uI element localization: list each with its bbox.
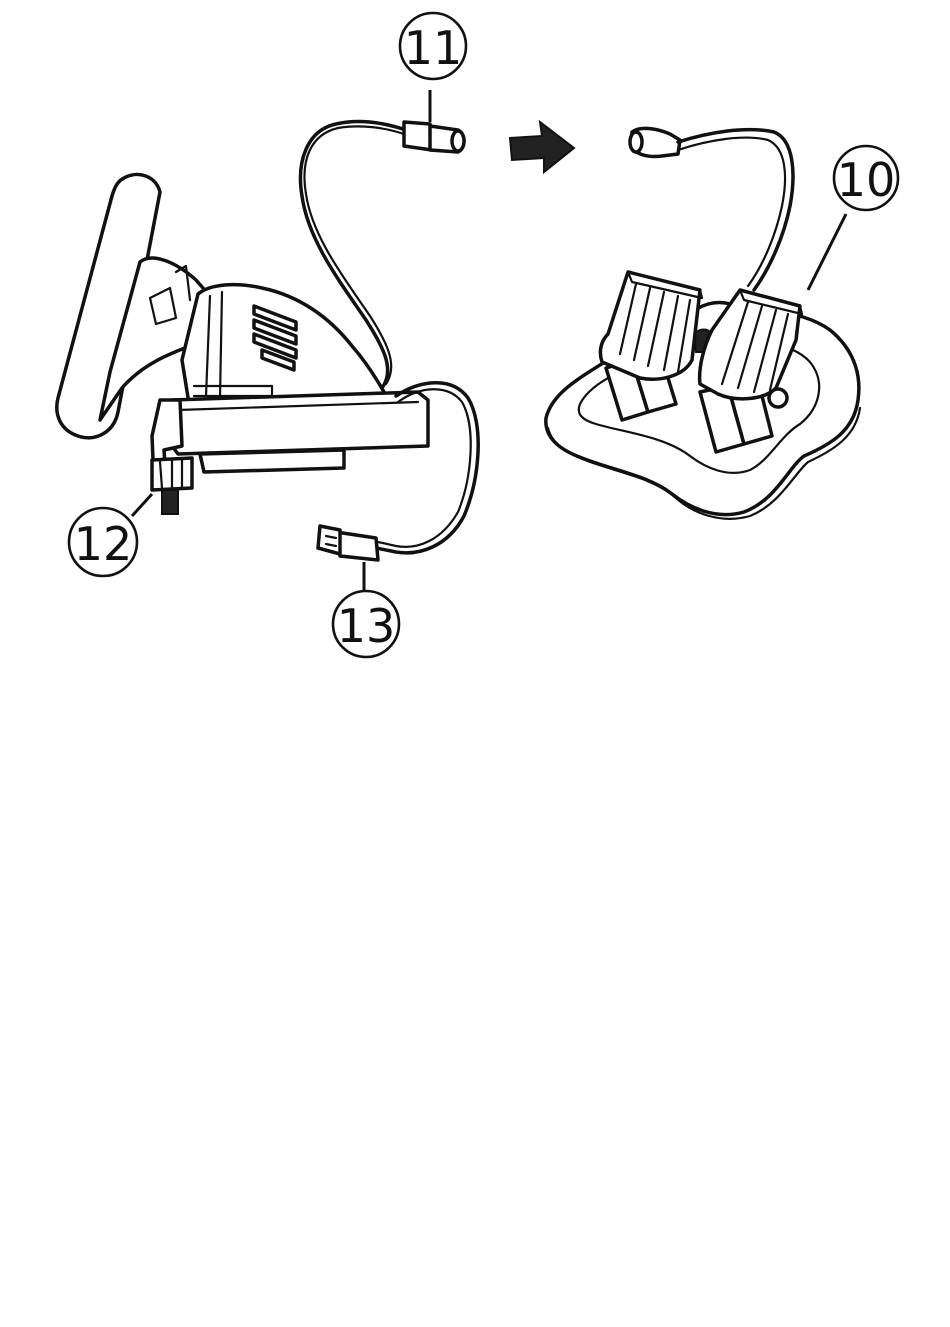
- callout-13-label: 13: [337, 599, 396, 653]
- steering-wheel-assembly: [57, 174, 428, 514]
- wheel-base-plate: [172, 392, 428, 454]
- callout-11-label: 11: [404, 21, 463, 75]
- callout-10-label: 10: [837, 153, 896, 207]
- callout-13: 13: [333, 562, 399, 657]
- pedal-connector-male: [404, 122, 432, 150]
- callout-12: 12: [69, 494, 152, 576]
- callout-11: 11: [400, 13, 466, 122]
- callout-12-label: 12: [74, 517, 133, 571]
- clamp-screw: [162, 490, 178, 514]
- pedal-cable-pedal-side: [678, 130, 793, 290]
- usb-connector: [336, 532, 378, 560]
- pedal-set: [546, 128, 860, 518]
- callout-10: 10: [808, 146, 898, 290]
- connection-arrow: [510, 122, 574, 172]
